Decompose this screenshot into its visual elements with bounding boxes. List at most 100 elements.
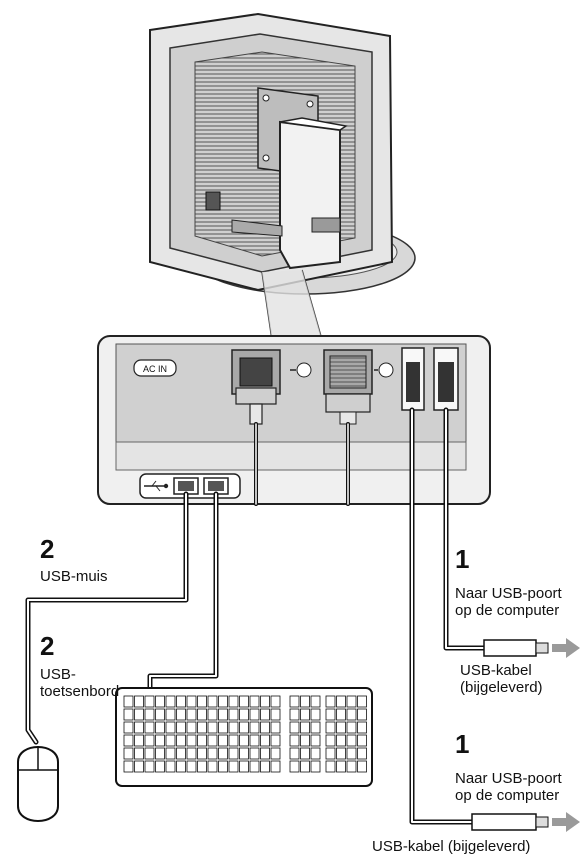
keyboard-key [176, 747, 186, 760]
keyboard-key [289, 734, 300, 747]
keyboard-key [289, 747, 300, 760]
usb-cable-1-inner [445, 409, 485, 649]
keyboard-key [228, 695, 239, 708]
keyboard-key [325, 708, 336, 721]
keyboard-key [155, 721, 165, 734]
keyboard-key [336, 747, 346, 760]
keyboard-key [260, 708, 270, 721]
keyboard-key [165, 721, 176, 734]
keyboard-key [144, 734, 155, 747]
keyboard-key [165, 747, 176, 760]
input-2-icon [374, 362, 394, 378]
keyboard-key [310, 721, 321, 734]
arrow-right-icon [552, 812, 580, 832]
keyboard-key [300, 734, 310, 747]
step-number-usb-2: 1 [455, 729, 470, 759]
keyboard-key [260, 721, 270, 734]
keyboard-key [336, 734, 346, 747]
usb-mouse-label: USB-muis [40, 568, 108, 585]
keyboard-key [155, 760, 165, 773]
keyboard-key [300, 695, 310, 708]
keyboard-key [207, 747, 218, 760]
keyboard-key [228, 760, 239, 773]
keyboard-key [186, 747, 197, 760]
usb-cable-2-inner [411, 409, 473, 823]
keyboard-key [155, 734, 165, 747]
keyboard-key [197, 708, 207, 721]
keyboard-key [336, 708, 346, 721]
keyboard-key [218, 734, 228, 747]
keyboard-key [176, 695, 186, 708]
keyboard-key [207, 760, 218, 773]
mouse-cable-inner [27, 493, 187, 743]
upstream-usb-ports [401, 347, 459, 411]
keyboard-key [336, 721, 346, 734]
keyboard-key [218, 708, 228, 721]
keyboard-key [346, 760, 357, 773]
keyboard-key [260, 747, 270, 760]
keyboard-key [218, 760, 228, 773]
keyboard-key [165, 708, 176, 721]
keyboard-key [270, 708, 281, 721]
input-1-icon [290, 362, 312, 378]
keyboard-key [249, 747, 260, 760]
usb-symbol-icon [144, 480, 169, 492]
keyboard-key [289, 695, 300, 708]
keyboard-key [300, 708, 310, 721]
usb-plug-2 [471, 813, 549, 831]
keyboard-key [300, 760, 310, 773]
keyboard-key [357, 708, 367, 721]
usb-cable-label-2: USB-kabel (bijgeleverd) [372, 838, 531, 855]
keyboard-key [310, 760, 321, 773]
keyboard-key [346, 734, 357, 747]
keyboard-key [155, 747, 165, 760]
keyboard-key [123, 734, 134, 747]
step-number-keyboard: 2 [40, 631, 55, 661]
keyboard-key [144, 760, 155, 773]
keyboard-key [228, 747, 239, 760]
keyboard-key [270, 734, 281, 747]
keyboard-key [134, 747, 144, 760]
usb-destination-2: Naar USB-poort op de computer [455, 770, 562, 804]
keyboard-key [270, 747, 281, 760]
keyboard-key [207, 734, 218, 747]
keyboard-key [155, 695, 165, 708]
monitor-back-illustration [149, 12, 416, 295]
keyboard-key [123, 708, 134, 721]
keyboard-key [260, 695, 270, 708]
step-number-mouse: 2 [40, 534, 55, 564]
keyboard-icon [115, 687, 373, 787]
keyboard-key [249, 695, 260, 708]
mouse-icon [17, 746, 59, 822]
keyboard-key [289, 721, 300, 734]
keyboard-key [346, 721, 357, 734]
ac-in-connector: AC IN [133, 359, 177, 377]
keyboard-key [186, 760, 197, 773]
usb-keyboard-label: USB- toetsenbord [40, 666, 120, 700]
keyboard-key [270, 760, 281, 773]
keyboard-key [239, 747, 249, 760]
keyboard-key [239, 721, 249, 734]
keyboard-key [176, 760, 186, 773]
keyboard-key [228, 734, 239, 747]
keyboard-key [165, 760, 176, 773]
usb-destination-1: Naar USB-poort op de computer [455, 585, 562, 619]
hd15-connector [323, 349, 373, 425]
keyboard-cable [147, 491, 219, 693]
keyboard-key [357, 721, 367, 734]
keyboard-key [336, 760, 346, 773]
keyboard-key [310, 708, 321, 721]
keyboard-key [249, 721, 260, 734]
keyboard-key [176, 734, 186, 747]
keyboard-key [357, 734, 367, 747]
zoom-callout [261, 269, 323, 341]
dvi-connector [231, 349, 281, 425]
downstream-usb-ports [139, 473, 241, 499]
usb-cable-label-1: USB-kabel (bijgeleverd) [460, 662, 543, 696]
keyboard-key [134, 734, 144, 747]
keyboard-key [144, 747, 155, 760]
keyboard-cable-inner [149, 493, 217, 691]
keyboard-key [155, 708, 165, 721]
keyboard-key [249, 708, 260, 721]
usb-plug-1 [483, 639, 549, 657]
